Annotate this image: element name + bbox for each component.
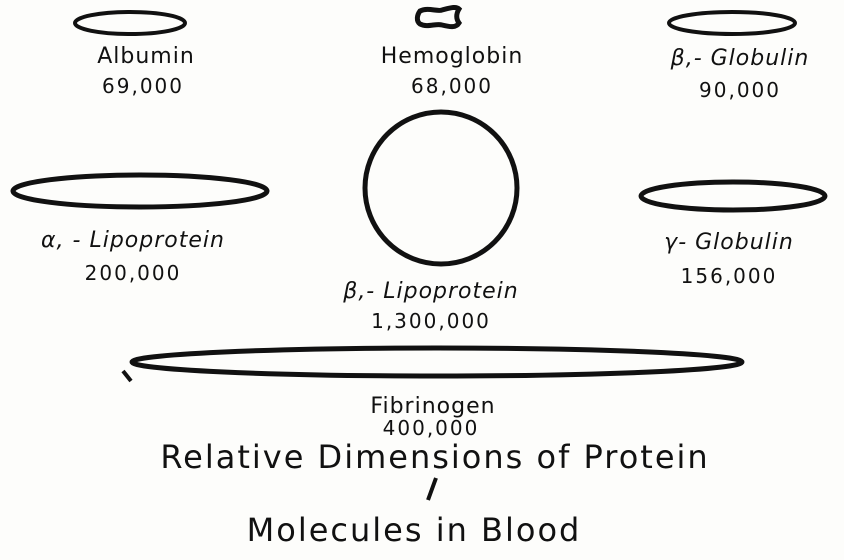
beta1-lipoprotein-shape <box>365 112 517 264</box>
fibrinogen-molecular-weight: 400,000 <box>383 418 480 438</box>
gamma-globulin-molecular-weight: 156,000 <box>681 266 778 286</box>
gamma-globulin-shape <box>641 182 825 210</box>
beta1-lipoprotein-molecular-weight: 1,300,000 <box>371 311 491 331</box>
hemoglobin-shape <box>417 7 459 26</box>
fibrinogen-label: Fibrinogen <box>370 396 495 418</box>
beta1-lipoprotein-label: β,- Lipoprotein <box>343 281 518 303</box>
hemoglobin-molecular-weight: 68,000 <box>411 76 493 96</box>
albumin-shape <box>75 12 185 34</box>
fibrinogen-stray-mark <box>123 371 131 381</box>
caption-line-2: Molecules in Blood <box>247 514 582 546</box>
caption-line-1: Relative Dimensions of Protein <box>160 441 709 473</box>
hemoglobin-label: Hemoglobin <box>381 46 524 68</box>
alpha1-lipoprotein-molecular-weight: 200,000 <box>85 263 182 283</box>
albumin-label: Albumin <box>97 46 195 68</box>
alpha1-lipoprotein-label: α, - Lipoprotein <box>41 230 225 252</box>
beta1-globulin-molecular-weight: 90,000 <box>699 80 781 100</box>
albumin-molecular-weight: 69,000 <box>102 76 184 96</box>
fibrinogen-shape <box>132 348 742 376</box>
alpha1-lipoprotein-shape <box>13 175 267 207</box>
beta1-globulin-label: β,- Globulin <box>671 48 810 70</box>
beta1-globulin-shape <box>669 12 795 34</box>
gamma-globulin-label: γ- Globulin <box>664 232 794 254</box>
caption-stray-mark <box>428 478 436 500</box>
